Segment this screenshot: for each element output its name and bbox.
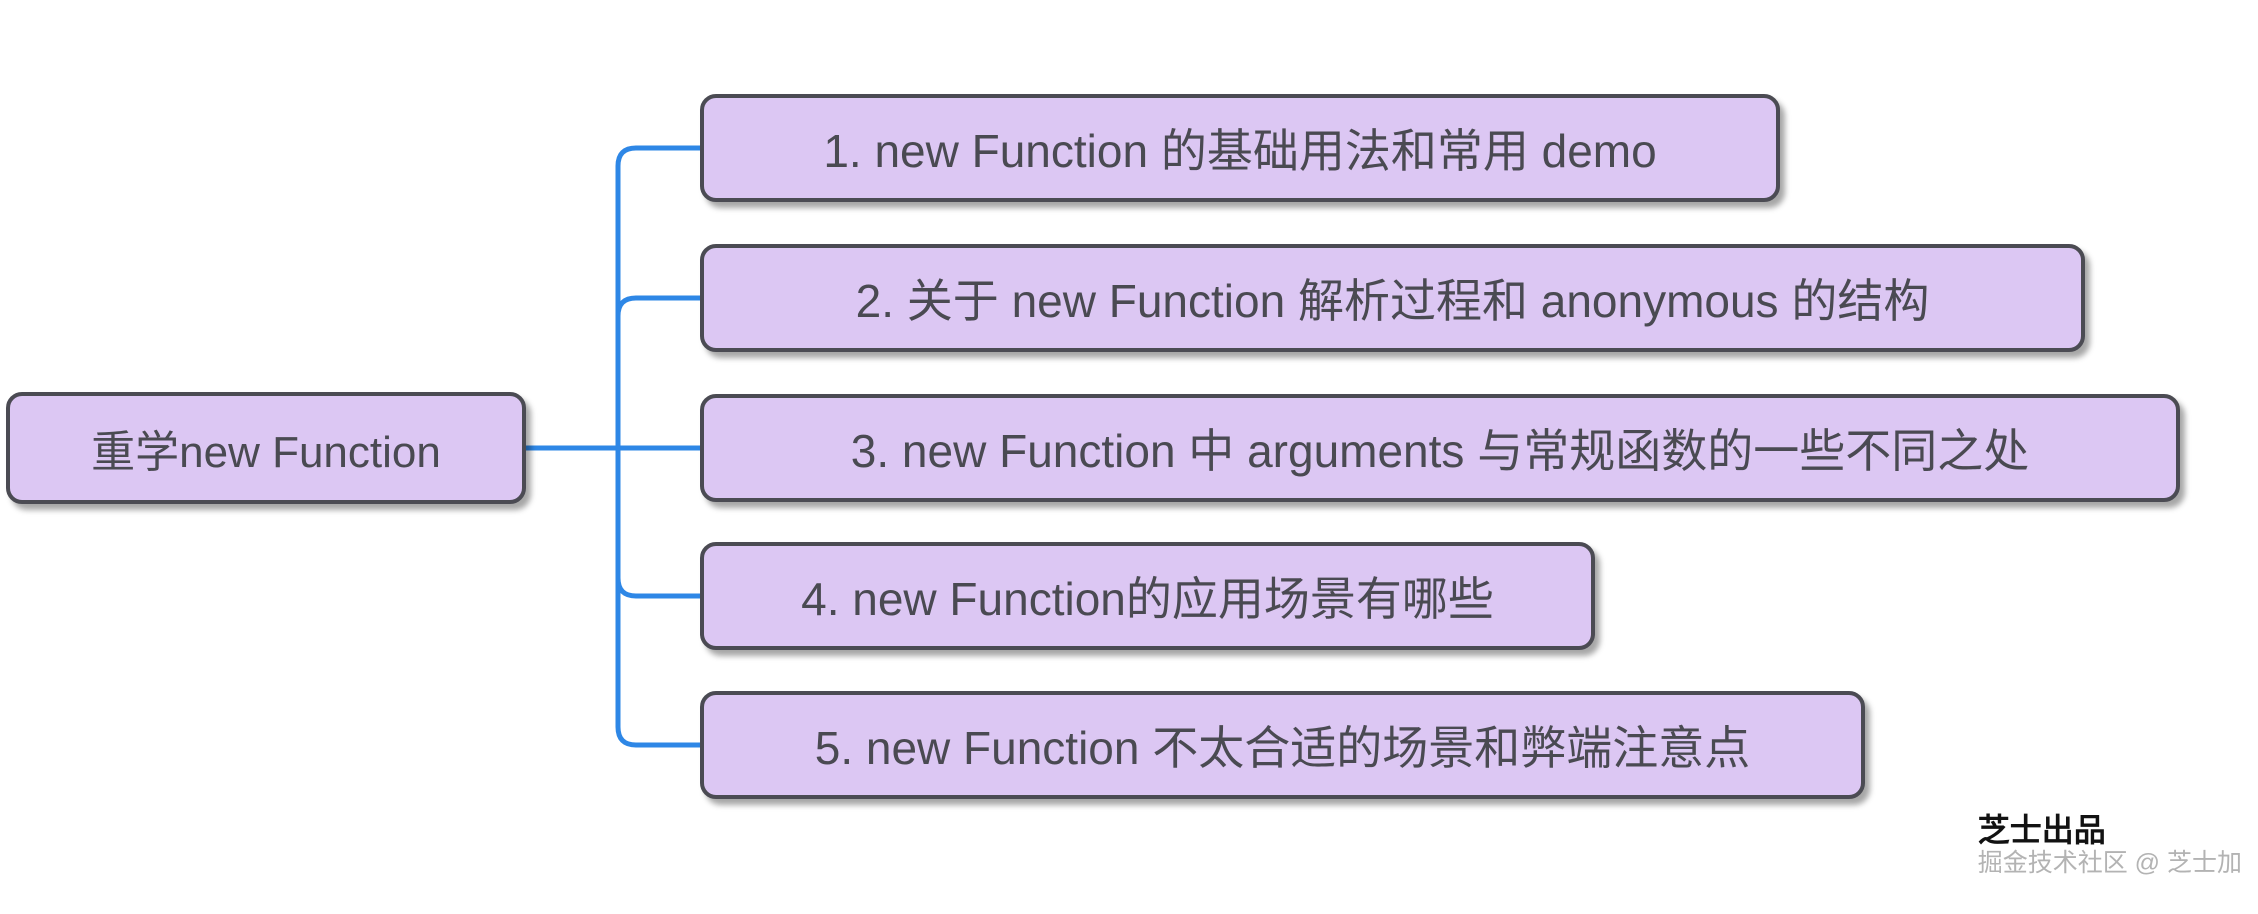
watermark-title: 芝士出品: [1977, 812, 2106, 848]
child-node-label: 5. new Function 不太合适的场景和弊端注意点: [814, 722, 1751, 774]
child-node-2[interactable]: 2. 关于 new Function 解析过程和 anonymous 的结构: [700, 244, 2085, 352]
child-node-1[interactable]: 1. new Function 的基础用法和常用 demo: [700, 94, 1780, 202]
branch-to-2: [615, 295, 703, 451]
child-node-label: 1. new Function 的基础用法和常用 demo: [823, 125, 1657, 177]
child-node-label: 3. new Function 中 arguments 与常规函数的一些不同之处: [850, 425, 2030, 477]
watermark-subtitle: 掘金技术社区 @ 芝士加: [1977, 848, 2242, 877]
watermark: 芝士出品 掘金技术社区 @ 芝士加: [1978, 812, 2242, 878]
branch-to-4: [615, 445, 703, 599]
child-node-5[interactable]: 5. new Function 不太合适的场景和弊端注意点: [700, 691, 1865, 799]
branch-to-5: [615, 445, 703, 748]
root-node[interactable]: 重学new Function: [6, 392, 526, 504]
branch-to-1: [615, 145, 703, 451]
child-node-label: 2. 关于 new Function 解析过程和 anonymous 的结构: [855, 275, 1930, 327]
child-node-label: 4. new Function的应用场景有哪些: [801, 573, 1494, 625]
root-node-label: 重学new Function: [91, 428, 441, 477]
child-node-3[interactable]: 3. new Function 中 arguments 与常规函数的一些不同之处: [700, 394, 2180, 502]
child-node-4[interactable]: 4. new Function的应用场景有哪些: [700, 542, 1595, 650]
